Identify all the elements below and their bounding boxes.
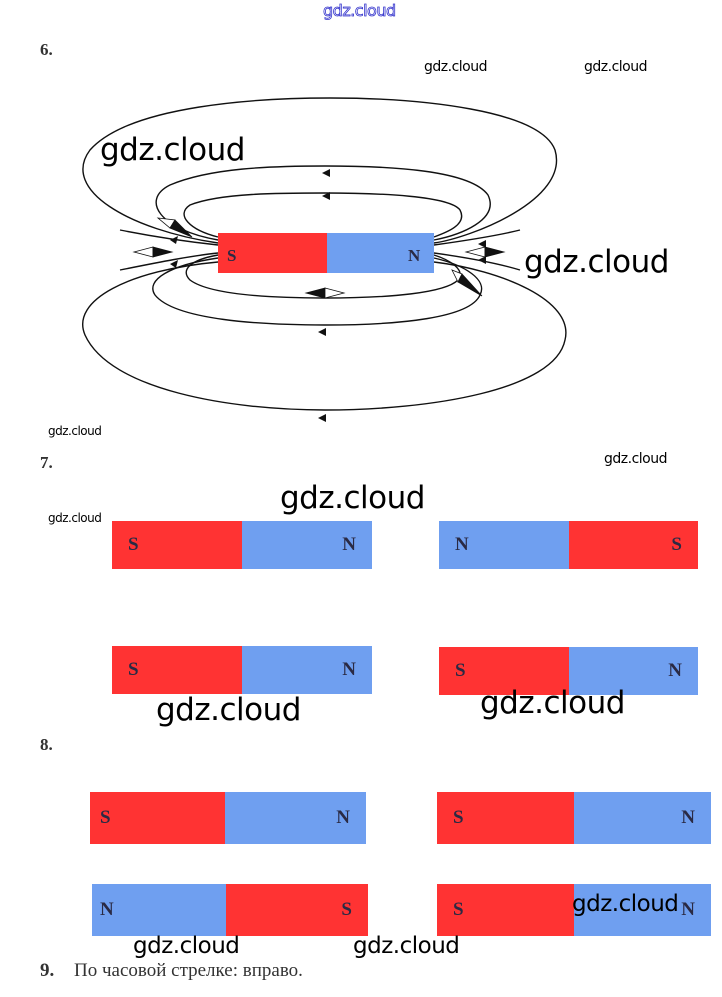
task-7-magnet-1: S N [112, 521, 372, 569]
field-line-right-upper [433, 229, 521, 246]
magnet-label-n: N [408, 246, 421, 265]
magnet-pole-south: S [90, 792, 225, 844]
magnet-south-half [218, 233, 327, 273]
watermark: gdz.cloud [48, 511, 102, 525]
arrow-icon [170, 260, 178, 268]
magnet-pole-south: S [439, 647, 569, 695]
arrow-icon [478, 240, 486, 248]
arrow-icon [478, 256, 486, 264]
task-7-magnet-4: S N [439, 647, 698, 695]
direction-arrows [170, 169, 486, 422]
watermark: gdz.cloud [100, 132, 245, 168]
magnet-pole-north: N [439, 521, 569, 569]
field-line-middle-bottom [152, 257, 483, 326]
task-6-number: 6. [40, 40, 53, 59]
compass-needle-bottom-right [451, 269, 483, 297]
task-7-magnet-2: N S [439, 521, 698, 569]
compass-needle-right [464, 246, 506, 258]
magnet-pole-south: S [437, 884, 574, 936]
watermark: gdz.cloud [353, 933, 460, 959]
arrow-icon [170, 236, 178, 244]
field-line-inner-top [183, 192, 463, 238]
task-9-answer: По часовой стрелке: вправо. [74, 960, 303, 981]
arrow-icon [322, 169, 330, 177]
magnet-pole-south: S [568, 521, 698, 569]
magnetic-field-diagram: S N [82, 97, 567, 422]
arrow-icon [318, 414, 326, 422]
task-7-magnet-3: S N [112, 646, 372, 694]
magnet-pole-south: S [112, 646, 242, 694]
compass-needle-top-left [156, 217, 193, 238]
magnet-pole-north: N [225, 792, 366, 844]
compass-needle-left [132, 246, 174, 258]
magnet-north-half [327, 233, 434, 273]
magnet-pole-north: N [574, 792, 711, 844]
magnet-pole-north: N [574, 884, 711, 936]
task-7-number: 7. [40, 453, 53, 472]
magnet-pole-north: N [242, 521, 372, 569]
watermark: gdz.cloud [48, 424, 102, 438]
field-line-outer-bottom [82, 261, 567, 411]
watermark: gdz.cloud [572, 891, 679, 917]
watermark: gdz.cloud [156, 692, 301, 728]
task-9-number: 9. [40, 960, 55, 981]
watermark: gdz.cloud [133, 933, 240, 959]
magnet-pole-north: N [92, 884, 226, 936]
watermark: gdz.cloud [584, 59, 647, 75]
magnet-pole-north: N [568, 647, 698, 695]
magnet-pole-north: N [242, 646, 372, 694]
task-8-number: 8. [40, 735, 53, 754]
field-line-outer-top [82, 97, 558, 244]
magnet-pole-south: S [437, 792, 574, 844]
task-8-magnet-4: S N [437, 884, 711, 936]
compass-needle-bottom [304, 287, 346, 299]
watermark: gdz.cloud [480, 685, 625, 721]
field-line-left-lower [119, 252, 219, 271]
task-8-magnet-1: S N [90, 792, 366, 844]
watermark: gdz.cloud [424, 59, 487, 75]
task-8-magnet-2: S N [437, 792, 711, 844]
magnet-label-s: S [227, 246, 236, 265]
watermark: gdz.cloud [280, 480, 425, 516]
field-line-middle-top [155, 165, 491, 241]
magnet-pole-south: S [226, 884, 368, 936]
watermark: gdz.cloud [524, 244, 669, 280]
compass-needles [132, 217, 506, 299]
magnet-pole-south: S [112, 521, 242, 569]
task-8-magnet-3: N S [92, 884, 368, 936]
arrow-icon [322, 192, 330, 200]
arrow-icon [318, 328, 326, 336]
header-watermark: gdz.cloud [323, 1, 397, 21]
watermark: gdz.cloud [604, 451, 667, 467]
